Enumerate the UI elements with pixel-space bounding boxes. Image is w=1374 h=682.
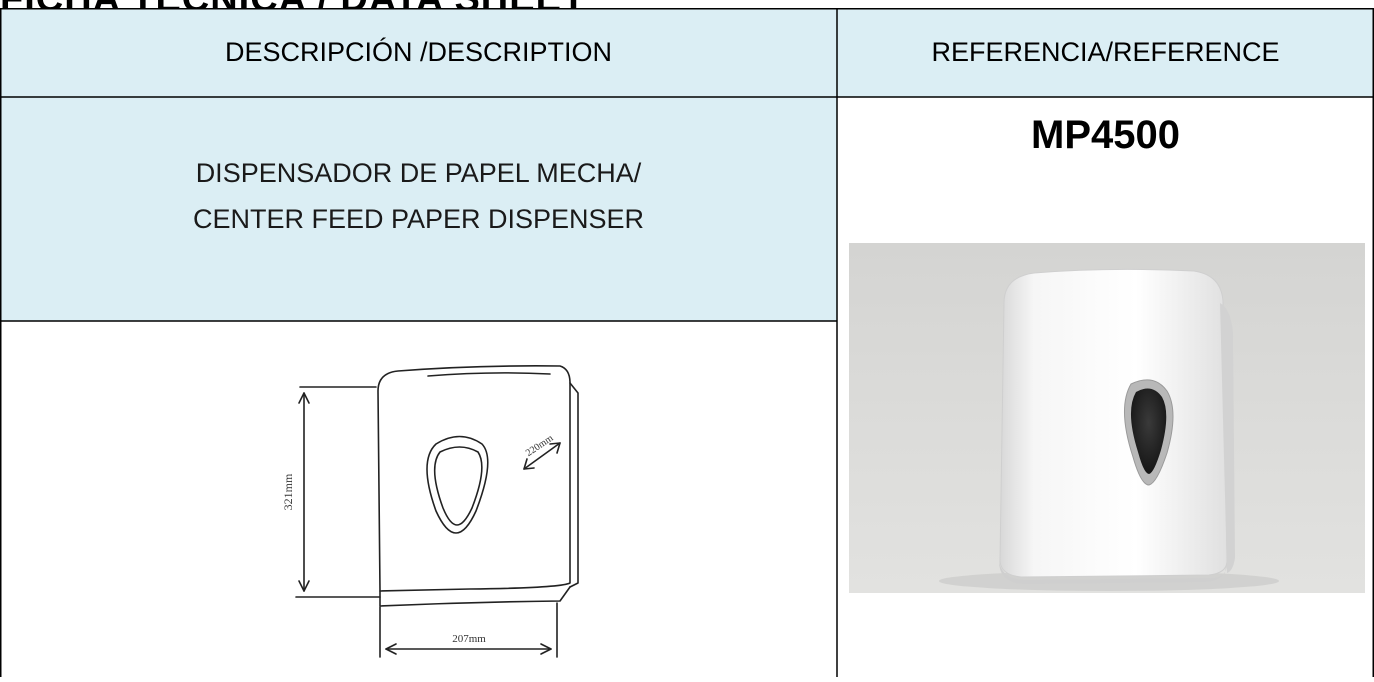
product-photo: [849, 243, 1365, 593]
technical-drawing: 321mm 207mm 220mm: [281, 365, 579, 658]
header-description: DESCRIPCIÓN /DESCRIPTION: [0, 8, 837, 97]
dispenser-top-edge: [427, 372, 551, 377]
description-line-english: CENTER FEED PAPER DISPENSER: [192, 204, 645, 234]
dispenser-photo-image: [939, 268, 1279, 591]
reference-code: MP4500: [1031, 113, 1180, 157]
description-line-spanish: DISPENSADOR DE PAPEL MECHA/: [195, 158, 642, 188]
reference-cell: MP4500: [837, 97, 1374, 677]
dispenser-outline: [377, 365, 571, 592]
width-label: 207mm: [452, 633, 486, 645]
dispenser-base: [379, 586, 571, 607]
header-description-label: DESCRIPCIÓN /DESCRIPTION: [224, 37, 613, 67]
header-reference: REFERENCIA/REFERENCE: [837, 8, 1374, 97]
depth-label: 220mm: [524, 433, 556, 459]
technical-drawing-cell: 321mm 207mm 220mm: [0, 321, 837, 677]
data-sheet-table: DESCRIPCIÓN /DESCRIPTION REFERENCIA/REFE…: [0, 8, 1374, 677]
height-label: 321mm: [281, 473, 295, 510]
dispenser-side-edge: [569, 382, 579, 588]
dispenser-window: [426, 435, 489, 534]
description-cell: DISPENSADOR DE PAPEL MECHA/ CENTER FEED …: [0, 97, 837, 321]
header-reference-label: REFERENCIA/REFERENCE: [931, 37, 1280, 67]
